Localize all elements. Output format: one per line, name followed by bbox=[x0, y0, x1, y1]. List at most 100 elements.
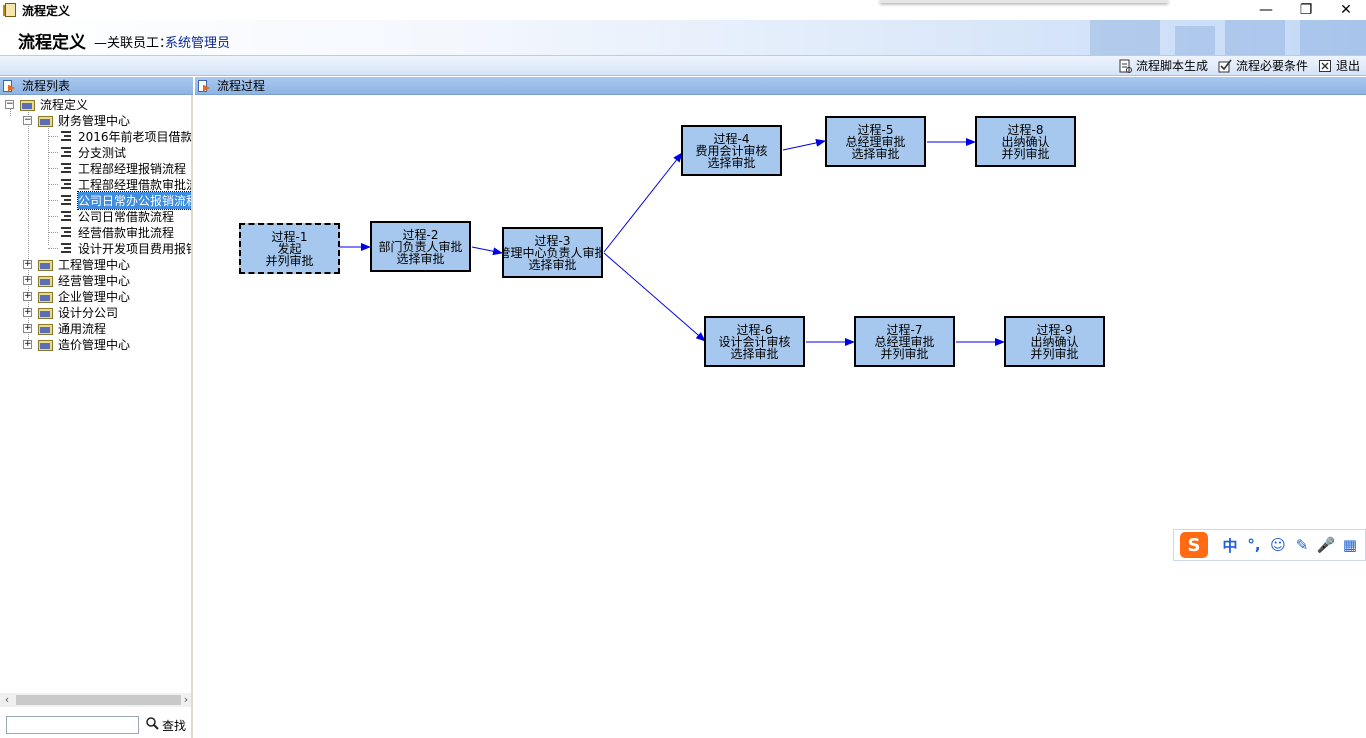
flow-node-6[interactable]: 过程-6 设计会计审核 选择审批 bbox=[704, 316, 805, 367]
tree-item-label: 工程部经理借款审批流 bbox=[78, 177, 193, 192]
minimize-button[interactable]: — bbox=[1259, 2, 1273, 18]
flow-node-7[interactable]: 过程-7 总经理审批 并列审批 bbox=[854, 316, 955, 367]
process-icon bbox=[60, 226, 72, 238]
chinese-mode-icon[interactable]: 中 bbox=[1222, 536, 1238, 555]
checkbox-icon bbox=[1218, 59, 1232, 73]
collapse-icon[interactable]: − bbox=[5, 98, 14, 109]
left-panel-header: 流程列表 bbox=[0, 77, 193, 95]
punctuation-icon[interactable]: °, bbox=[1247, 536, 1261, 554]
tree-group-label: 企业管理中心 bbox=[58, 289, 131, 304]
search-button-label: 查找 bbox=[162, 718, 187, 733]
tree-item[interactable]: 工程部经理借款审批流 bbox=[48, 176, 193, 192]
flow-node-9[interactable]: 过程-9 出纳确认 并列审批 bbox=[1004, 316, 1105, 367]
folder-icon bbox=[38, 258, 54, 271]
tree-group-design[interactable]: + 设计分公司 bbox=[23, 304, 118, 320]
folder-icon bbox=[38, 338, 54, 351]
expand-icon[interactable]: + bbox=[23, 274, 32, 285]
folder-icon bbox=[38, 290, 54, 303]
folder-icon bbox=[38, 274, 54, 287]
process-icon bbox=[60, 210, 72, 222]
expand-icon[interactable]: + bbox=[23, 306, 32, 317]
expand-icon[interactable]: + bbox=[23, 258, 32, 269]
node-step: 发起 bbox=[277, 241, 302, 256]
tree-item[interactable]: 2016年前老项目借款流 bbox=[48, 128, 193, 144]
search-icon bbox=[146, 716, 159, 734]
tree-root[interactable]: − 流程定义 bbox=[5, 96, 88, 112]
tree-group-costing[interactable]: + 造价管理中心 bbox=[23, 336, 130, 352]
tree-group-operations[interactable]: + 经营管理中心 bbox=[23, 272, 130, 288]
required-conditions-button[interactable]: 流程必要条件 bbox=[1218, 57, 1308, 74]
process-icon bbox=[60, 194, 72, 206]
exit-icon bbox=[1318, 59, 1332, 73]
left-panel-title: 流程列表 bbox=[22, 79, 71, 93]
window-title: 流程定义 bbox=[22, 3, 71, 18]
tree-item-label: 2016年前老项目借款流 bbox=[78, 129, 193, 144]
flow-edges bbox=[340, 138, 1005, 346]
emoji-icon[interactable]: ☺ bbox=[1270, 536, 1286, 554]
tree-horizontal-scrollbar[interactable]: ‹ › bbox=[0, 693, 191, 707]
tree-item[interactable]: 设计开发项目费用报销 bbox=[48, 240, 193, 256]
tree-item-label: 公司日常办公报销流程 bbox=[76, 190, 191, 210]
process-icon bbox=[60, 130, 72, 142]
tree-group-label: 造价管理中心 bbox=[58, 337, 131, 352]
handwriting-icon[interactable]: ✎ bbox=[1295, 536, 1309, 554]
tree-item-label: 工程部经理报销流程 bbox=[78, 161, 187, 176]
flow-node-1[interactable]: 过程-1 发起 并列审批 bbox=[239, 223, 340, 274]
folder-icon bbox=[20, 98, 36, 111]
restore-button[interactable]: ❐ bbox=[1299, 2, 1313, 18]
ime-toolbar: S 中 °, ☺ ✎ 🎤 ▦ bbox=[1173, 529, 1366, 561]
node-id: 过程-5 bbox=[857, 122, 894, 137]
tree-root-label: 流程定义 bbox=[40, 97, 89, 112]
flow-node-3[interactable]: 过程-3 管理中心负责人审批 选择审批 bbox=[502, 227, 603, 278]
tree-group-label: 设计分公司 bbox=[58, 305, 119, 320]
right-panel-header: 流程过程 bbox=[195, 77, 1366, 95]
node-id: 过程-7 bbox=[886, 322, 923, 337]
tree-group-label: 通用流程 bbox=[58, 321, 107, 336]
tree-item[interactable]: 工程部经理报销流程 bbox=[48, 160, 186, 176]
process-icon bbox=[60, 146, 72, 158]
window-titlebar: 流程定义 — ❐ ✕ bbox=[0, 0, 1366, 20]
tree-group-label: 财务管理中心 bbox=[58, 113, 131, 128]
tree-item[interactable]: 公司日常借款流程 bbox=[48, 208, 174, 224]
search-button[interactable]: 查找 bbox=[146, 716, 186, 734]
tree-item[interactable]: 经营借款审批流程 bbox=[48, 224, 174, 240]
collapse-icon[interactable]: − bbox=[23, 114, 32, 125]
expand-icon[interactable]: + bbox=[23, 290, 32, 301]
tree-group-label: 经营管理中心 bbox=[58, 273, 131, 288]
tree-item-label: 经营借款审批流程 bbox=[78, 225, 175, 240]
node-id: 过程-6 bbox=[736, 322, 773, 337]
close-button[interactable]: ✕ bbox=[1340, 2, 1352, 18]
flow-node-4[interactable]: 过程-4 费用会计审核 选择审批 bbox=[681, 125, 782, 176]
tree-group-engineering[interactable]: + 工程管理中心 bbox=[23, 256, 130, 272]
scroll-right-icon[interactable]: › bbox=[183, 693, 189, 706]
scroll-left-icon[interactable]: ‹ bbox=[4, 693, 10, 706]
microphone-icon[interactable]: 🎤 bbox=[1316, 536, 1336, 554]
search-input[interactable] bbox=[6, 716, 139, 734]
tree-item-label: 设计开发项目费用报销 bbox=[78, 241, 193, 256]
tree-item-selected[interactable]: 公司日常办公报销流程 bbox=[48, 190, 191, 210]
tree-item[interactable]: 分支测试 bbox=[48, 144, 126, 160]
floating-bar bbox=[880, 0, 1168, 3]
flow-edge bbox=[471, 246, 503, 256]
node-id: 过程-2 bbox=[402, 227, 439, 242]
expand-icon[interactable]: + bbox=[23, 338, 32, 349]
toolbox-icon[interactable]: ▦ bbox=[1342, 536, 1358, 554]
node-step: 费用会计审核 bbox=[695, 143, 768, 158]
tree-group-general[interactable]: + 通用流程 bbox=[23, 320, 106, 336]
folder-icon bbox=[38, 114, 54, 127]
node-mode: 并列审批 bbox=[880, 346, 929, 361]
page-title: 流程定义 bbox=[18, 33, 86, 53]
sogou-logo-icon[interactable]: S bbox=[1180, 532, 1208, 558]
flow-edge bbox=[603, 152, 683, 253]
scroll-thumb[interactable] bbox=[16, 695, 181, 705]
flow-node-5[interactable]: 过程-5 总经理审批 选择审批 bbox=[825, 116, 926, 167]
expand-icon[interactable]: + bbox=[23, 322, 32, 333]
script-generate-button[interactable]: 流程脚本生成 bbox=[1118, 57, 1208, 74]
node-id: 过程-8 bbox=[1007, 122, 1044, 137]
tree-group-finance[interactable]: − 财务管理中心 bbox=[23, 112, 130, 128]
exit-button[interactable]: 退出 bbox=[1318, 57, 1360, 74]
flow-node-2[interactable]: 过程-2 部门负责人审批 选择审批 bbox=[370, 221, 471, 272]
flow-node-8[interactable]: 过程-8 出纳确认 并列审批 bbox=[975, 116, 1076, 167]
tree-group-enterprise[interactable]: + 企业管理中心 bbox=[23, 288, 130, 304]
process-tree-panel: − 流程定义 − 财务管理中心 2016年前老项目借款流 分支测试 工程部经理报… bbox=[0, 95, 193, 738]
